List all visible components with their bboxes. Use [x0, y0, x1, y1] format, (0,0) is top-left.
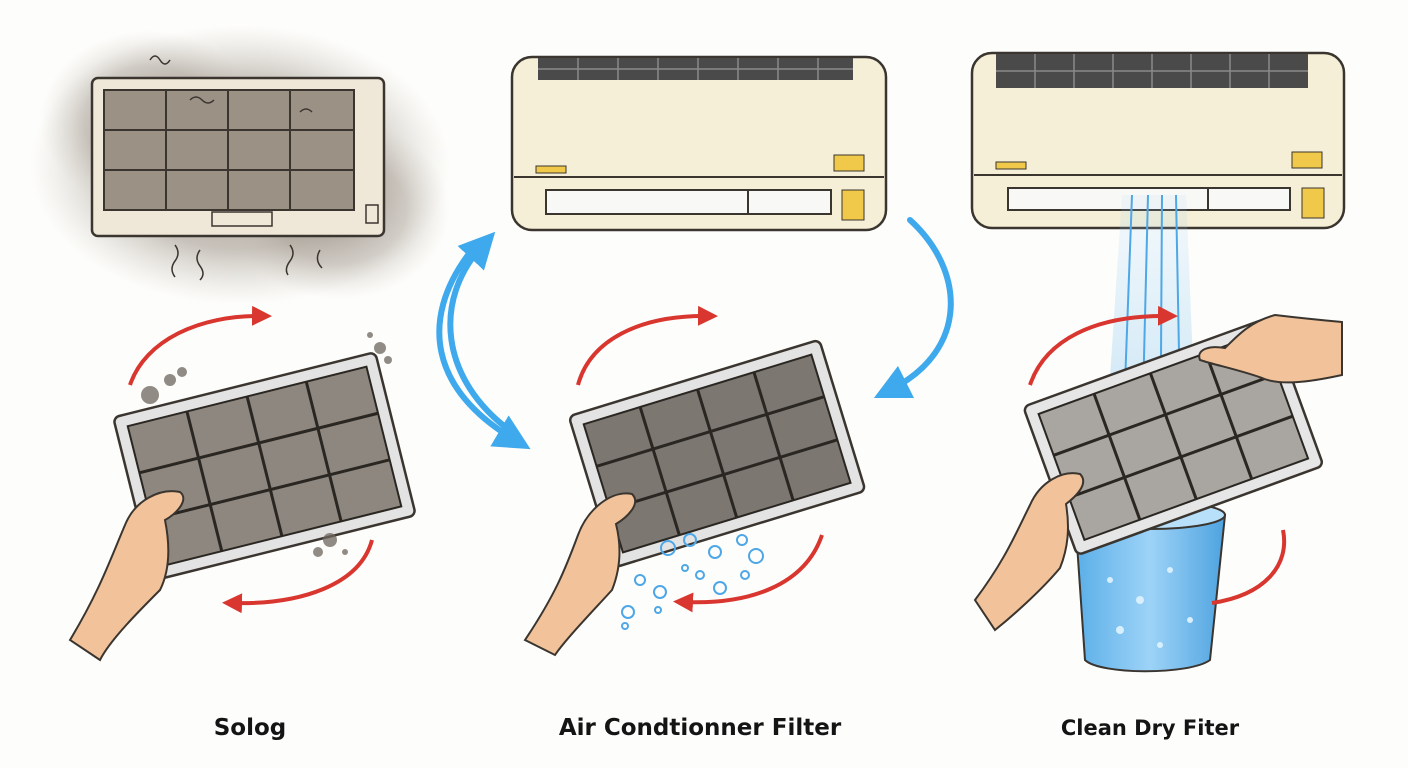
step-caption-clean-dry: Clean Dry Fiter [1060, 716, 1240, 740]
dust-squiggles [149, 55, 323, 281]
dirty-filter-top [90, 76, 386, 238]
cycle-arrows [436, 217, 954, 450]
step-caption-filter: Air Condtionner Filter [558, 715, 842, 741]
water-bubbles [621, 533, 764, 630]
rotate-arrows-3 [1028, 305, 1287, 605]
rotate-arrows-2 [576, 305, 824, 613]
hand-left-1 [68, 490, 185, 662]
hand-left-2 [523, 492, 637, 657]
filter-held-middle [568, 339, 866, 568]
hand-left-3 [973, 472, 1085, 632]
rotate-arrows-1 [128, 305, 374, 614]
dirty-filter-held [113, 352, 416, 581]
dust-particles [141, 332, 392, 557]
ac-unit-middle [510, 55, 888, 232]
hand-right-3 [1198, 313, 1343, 384]
step-caption-soiled: Solog [213, 715, 287, 741]
